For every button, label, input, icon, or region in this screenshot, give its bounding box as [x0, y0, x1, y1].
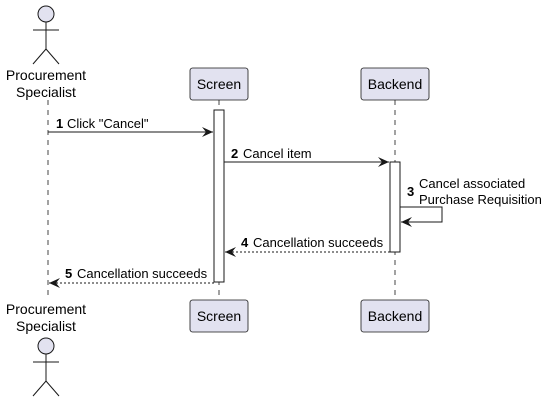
svg-text:Screen: Screen: [197, 308, 241, 324]
actor-name-bottom-line2: Specialist: [16, 318, 76, 334]
svg-text:4: 4: [241, 235, 249, 250]
svg-text:Cancellation succeeds: Cancellation succeeds: [253, 235, 384, 250]
participant-backend-top: Backend: [360, 67, 430, 101]
participant-screen-bottom: Screen: [189, 299, 249, 333]
svg-text:Backend: Backend: [368, 308, 422, 324]
actor-name-top-line1: Procurement: [6, 67, 86, 83]
activation-screen: [213, 109, 225, 283]
actor-name-bottom-line1: Procurement: [6, 301, 86, 317]
message-4: 4 Cancellation succeeds: [225, 235, 390, 257]
svg-text:5: 5: [65, 266, 72, 281]
actor-icon-bottom: [32, 337, 60, 397]
actor-name-top-line2: Specialist: [16, 84, 76, 100]
svg-text:Backend: Backend: [368, 76, 422, 92]
svg-text:1: 1: [56, 116, 63, 131]
participant-screen-top: Screen: [189, 67, 249, 101]
svg-text:Screen: Screen: [197, 76, 241, 92]
message-1: 1 Click "Cancel": [48, 116, 213, 137]
message-2: 2 Cancel item: [224, 146, 389, 167]
message-3: 3 Cancel associated Purchase Requisition: [400, 176, 542, 227]
svg-text:2: 2: [231, 146, 238, 161]
actor-icon-top: [32, 5, 60, 65]
svg-text:Purchase Requisition: Purchase Requisition: [419, 192, 542, 207]
svg-text:Cancel item: Cancel item: [243, 146, 312, 161]
participant-backend-bottom: Backend: [360, 299, 430, 333]
svg-text:Cancellation succeeds: Cancellation succeeds: [77, 266, 208, 281]
activation-backend: [389, 161, 401, 253]
svg-text:Cancel associated: Cancel associated: [419, 176, 525, 191]
svg-text:Click "Cancel": Click "Cancel": [67, 116, 149, 131]
message-5: 5 Cancellation succeeds: [49, 266, 214, 288]
svg-text:3: 3: [407, 184, 414, 199]
